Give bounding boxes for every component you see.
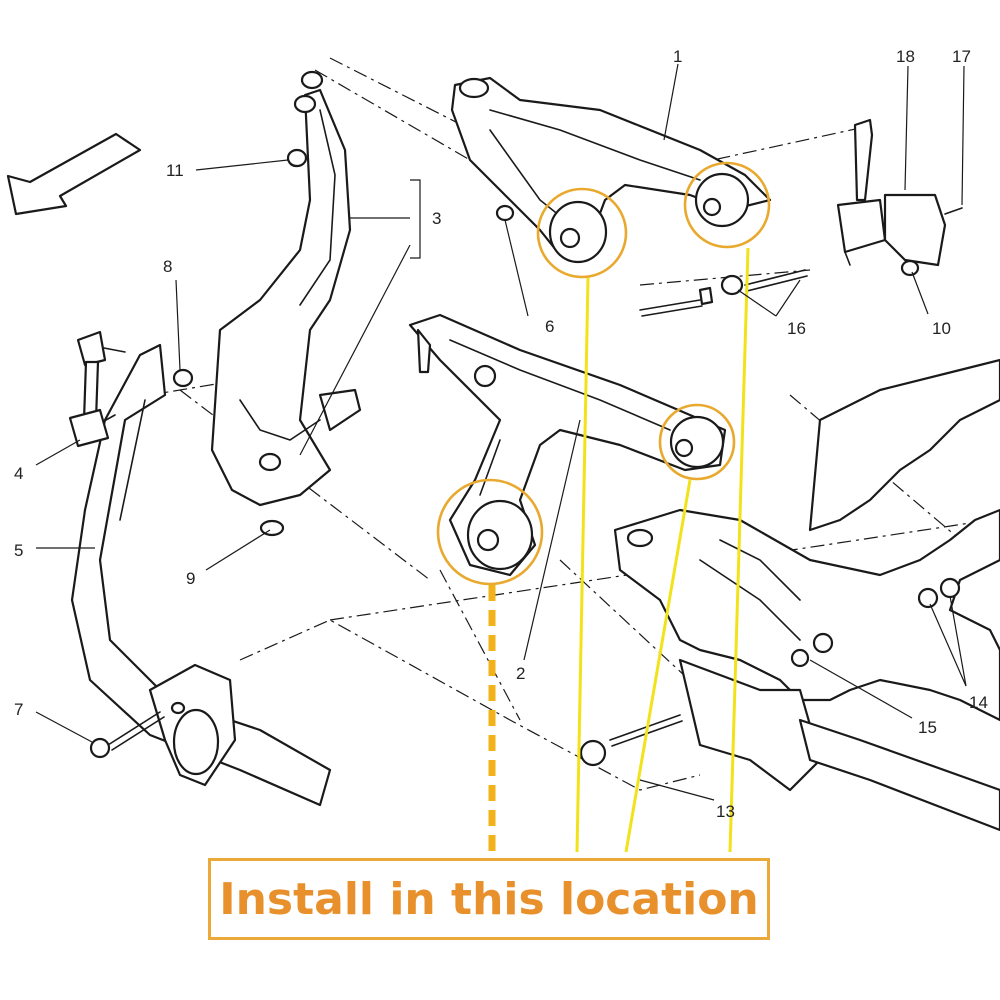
upper-front-bushing [536, 187, 628, 279]
callout-14: 14 [969, 693, 988, 712]
callout-18: 18 [896, 47, 915, 66]
callout-13: 13 [716, 802, 735, 821]
callout-16: 16 [787, 319, 806, 338]
fasteners [89, 148, 963, 767]
callout-3: 3 [432, 209, 441, 228]
install-pointer-lines [488, 247, 750, 858]
leveling-sensor [836, 118, 947, 267]
stabilizer-bushing [148, 663, 237, 787]
callout-4: 4 [14, 464, 23, 483]
callout-11: 11 [166, 161, 184, 180]
callout-17: 17 [952, 47, 971, 66]
crossmember-frame [613, 358, 1000, 832]
callout-7: 7 [14, 700, 23, 719]
callout-8: 8 [163, 257, 172, 276]
callout-9: 9 [186, 569, 195, 588]
callout-numbers: 1 2 3 4 5 6 7 8 9 10 11 13 14 15 16 17 1… [14, 47, 988, 821]
install-location-label-box: Install in this location [208, 858, 770, 940]
steering-knuckle [210, 70, 362, 537]
front-direction-arrow [6, 132, 142, 216]
install-location-label: Install in this location [219, 873, 759, 925]
upper-control-arm [450, 76, 772, 257]
upper-rear-bushing [683, 161, 771, 249]
lower-front-bushing [436, 478, 544, 586]
stabilizer-bar [70, 343, 332, 807]
callout-15: 15 [918, 718, 937, 737]
callout-5: 5 [14, 541, 23, 560]
stabilizer-link [68, 330, 126, 448]
callout-6: 6 [545, 317, 554, 336]
callout-2: 2 [516, 664, 525, 683]
callout-1: 1 [673, 47, 682, 66]
callout-leaders [35, 63, 967, 801]
callout-10: 10 [932, 319, 951, 338]
lower-rear-bushing [658, 403, 736, 481]
